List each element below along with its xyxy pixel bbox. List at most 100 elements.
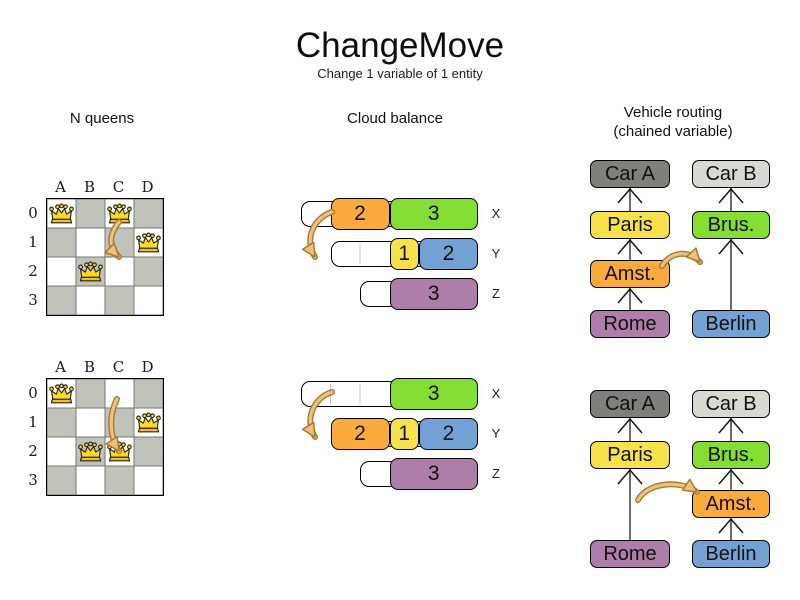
board-col-label: A xyxy=(55,178,66,196)
queen xyxy=(106,203,133,231)
move-arrow xyxy=(636,482,699,502)
move-arrowhead-icon xyxy=(301,241,316,258)
chain-arrowhead-icon xyxy=(617,417,643,434)
board-cell xyxy=(47,257,76,286)
queen-icon xyxy=(78,441,103,462)
board-cell xyxy=(76,408,105,437)
chain-arrowhead-icon xyxy=(617,238,643,255)
queen-icon xyxy=(136,232,161,253)
vehicle-node: Amst. xyxy=(590,260,670,288)
queen xyxy=(48,203,75,231)
vehicle-node: Brus. xyxy=(692,441,770,469)
board-cell xyxy=(47,286,76,315)
board-col-label: B xyxy=(83,178,96,196)
chain-arrowhead-icon xyxy=(718,517,744,534)
queen-icon xyxy=(136,412,161,433)
vehicle-node: Paris xyxy=(590,441,670,469)
chain-arrowhead-icon xyxy=(617,287,643,304)
vehicle-node: Car B xyxy=(692,160,770,188)
cloud-header: Cloud balance xyxy=(347,110,443,127)
vehicle-header-line1: Vehicle routing xyxy=(623,104,723,121)
queen-icon xyxy=(107,203,132,224)
board-cell xyxy=(105,379,134,408)
board-cell xyxy=(47,228,76,257)
cloud-computer-label: Z xyxy=(492,466,500,481)
board-row-label: 2 xyxy=(28,262,38,280)
board-col-label: A xyxy=(55,358,66,376)
queen xyxy=(48,383,75,411)
board-cell xyxy=(47,408,76,437)
cloud-computer-label: Y xyxy=(491,426,501,441)
cloud-process: 1 xyxy=(389,238,419,270)
vehicle-node: Berlin xyxy=(692,310,770,338)
queen-icon xyxy=(107,441,132,462)
page-subtitle: Change 1 variable of 1 entity xyxy=(317,66,483,81)
board-cell xyxy=(76,199,105,228)
queen xyxy=(77,261,104,289)
board-cell xyxy=(134,379,163,408)
board-col-label: C xyxy=(112,358,125,376)
board-cell xyxy=(105,466,134,495)
board-row-label: 0 xyxy=(28,204,38,222)
board-row-label: 2 xyxy=(28,442,38,460)
cloud-computer-label: Z xyxy=(492,286,500,301)
board-cell xyxy=(76,466,105,495)
queen-icon xyxy=(49,203,74,224)
board-cell xyxy=(105,228,134,257)
vehicle-node: Brus. xyxy=(692,211,770,239)
cloud-computer-label: X xyxy=(491,386,501,401)
move-arrowhead-icon xyxy=(685,247,701,263)
board-col-label: D xyxy=(141,358,154,376)
vehicle-node: Car A xyxy=(590,390,670,418)
cloud-process: 2 xyxy=(330,198,390,230)
cloud-computer-label: Y xyxy=(491,246,501,261)
cloud-process: 3 xyxy=(389,458,478,490)
queen-icon xyxy=(49,383,74,404)
queen xyxy=(77,441,104,469)
cloud-process: 2 xyxy=(419,418,478,450)
board-row-label: 3 xyxy=(28,471,38,489)
board-cell xyxy=(105,257,134,286)
board-col-label: B xyxy=(83,358,96,376)
board-cell xyxy=(105,408,134,437)
vehicle-header-line2: (chained variable) xyxy=(613,123,733,140)
chain-arrowhead-icon xyxy=(718,187,744,204)
nqueens-board xyxy=(46,378,164,496)
vehicle-node: Berlin xyxy=(692,540,770,568)
board-cell xyxy=(76,228,105,257)
board-row-label: 0 xyxy=(28,384,38,402)
board-cell xyxy=(47,466,76,495)
page-title: ChangeMove xyxy=(295,26,505,65)
nqueens-board xyxy=(46,198,164,316)
board-cell xyxy=(76,286,105,315)
vehicle-node: Rome xyxy=(590,540,670,568)
vehicle-node: Paris xyxy=(590,211,670,239)
board-row-label: 1 xyxy=(28,413,38,431)
cloud-process: 2 xyxy=(419,238,478,270)
cloud-process: 2 xyxy=(330,418,390,450)
vehicle-node: Amst. xyxy=(692,490,770,518)
cloud-computer-label: X xyxy=(491,206,501,221)
queen xyxy=(135,412,162,440)
board-cell xyxy=(134,437,163,466)
move-arrow xyxy=(635,481,700,503)
move-arrowhead-icon xyxy=(301,421,316,438)
board-row-label: 3 xyxy=(28,291,38,309)
vehicle-node: Car B xyxy=(692,390,770,418)
board-cell xyxy=(134,257,163,286)
chain-arrowhead-icon xyxy=(617,468,643,485)
cloud-process: 1 xyxy=(389,418,419,450)
chain-arrowhead-icon xyxy=(617,187,643,204)
queen xyxy=(106,441,133,469)
cloud-process: 3 xyxy=(389,278,478,310)
board-cell xyxy=(105,286,134,315)
board-cell xyxy=(134,466,163,495)
chain-arrowhead-icon xyxy=(718,238,744,255)
vehicle-node: Car A xyxy=(590,160,670,188)
vehicle-header: Vehicle routing (chained variable) xyxy=(588,103,758,141)
board-cell xyxy=(76,379,105,408)
board-cell xyxy=(134,286,163,315)
chain-arrowhead-icon xyxy=(718,417,744,434)
chain-arrowhead-icon xyxy=(718,468,744,485)
